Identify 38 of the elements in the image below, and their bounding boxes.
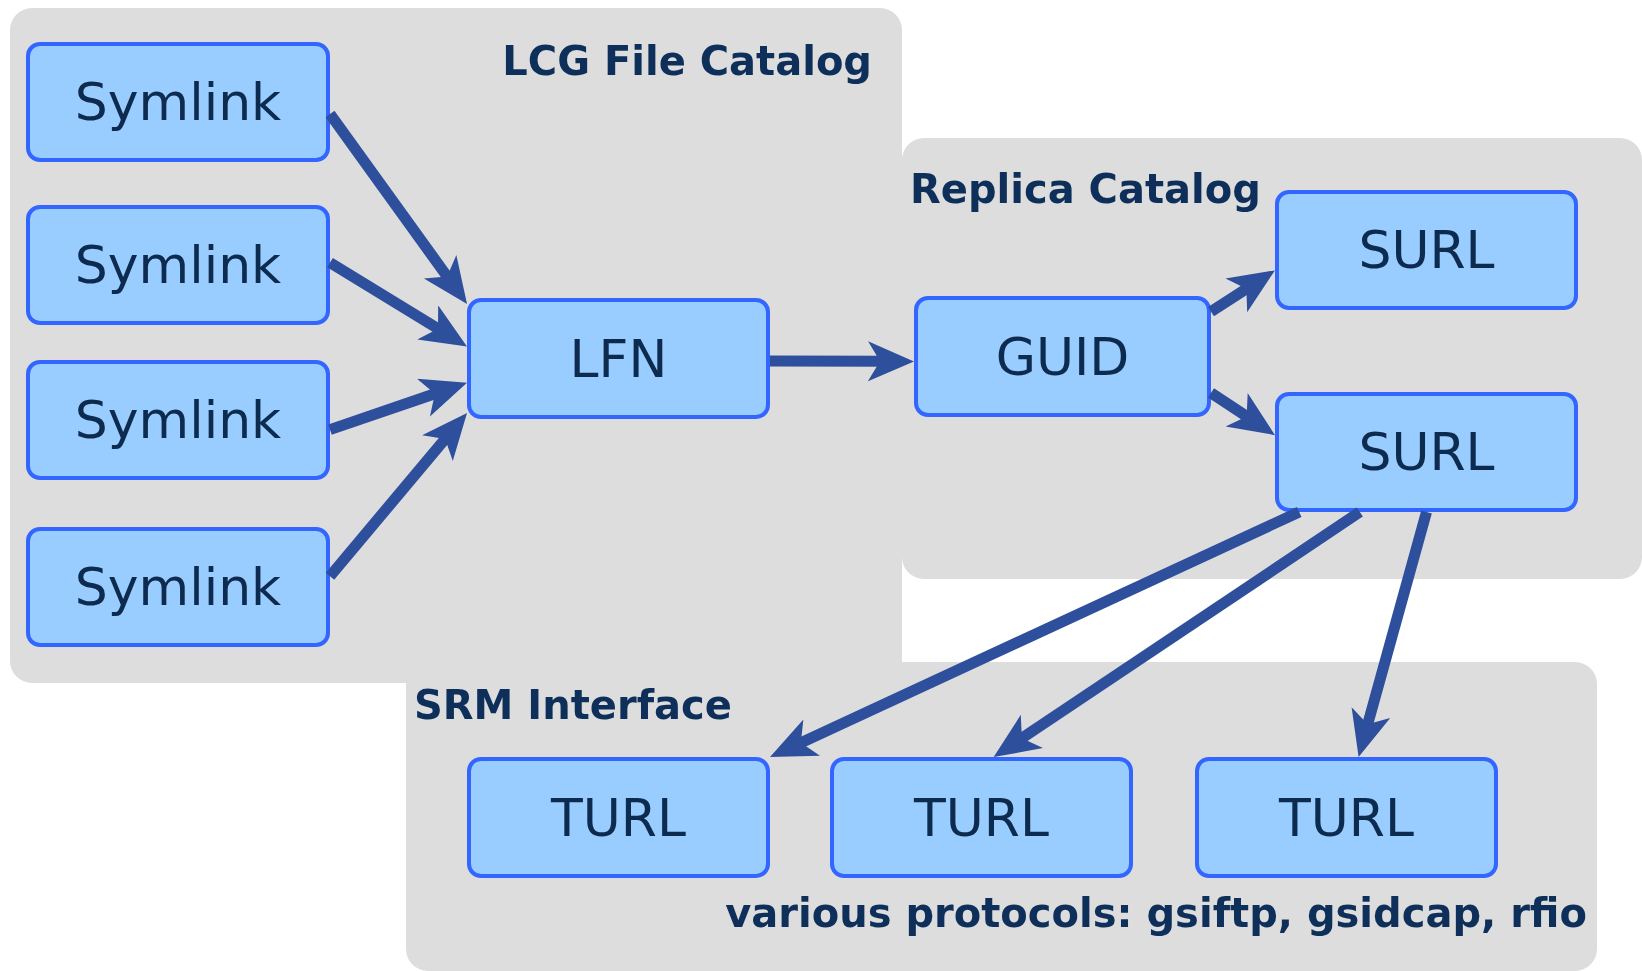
process-box <box>26 360 330 480</box>
arrow <box>328 378 467 435</box>
panel-heading: LCG File Catalog <box>502 38 872 84</box>
node-label: Symlink <box>74 557 282 617</box>
arrow <box>1208 270 1275 317</box>
process-box <box>26 527 330 647</box>
panel-note: various protocols: gsiftp, gsidcap, rfio <box>725 890 1587 936</box>
arrow <box>770 507 1302 757</box>
node-label: LFN <box>569 328 668 389</box>
arrow <box>993 507 1363 758</box>
arrow <box>770 341 914 382</box>
arrow <box>1351 510 1432 758</box>
panel-heading: Replica Catalog <box>910 166 1261 212</box>
process-box <box>1275 392 1578 512</box>
process-box <box>914 296 1211 417</box>
arrow <box>1207 388 1275 436</box>
process-box <box>467 757 770 878</box>
arrow <box>327 257 467 347</box>
process-box <box>1275 190 1578 310</box>
process-box <box>26 205 330 325</box>
panel-heading: SRM Interface <box>414 682 732 728</box>
node-label: GUID <box>995 326 1130 387</box>
node-label: TURL <box>551 787 686 848</box>
node-label: SURL <box>1358 220 1495 280</box>
group-panel <box>406 662 1597 971</box>
process-box <box>830 757 1133 878</box>
process-box <box>1195 757 1498 878</box>
process-box <box>467 298 770 419</box>
node-label: TURL <box>914 787 1049 848</box>
group-panel <box>902 138 1642 579</box>
process-box <box>26 42 330 162</box>
arrow <box>325 110 468 305</box>
node-label: SURL <box>1358 422 1495 482</box>
node-label: Symlink <box>74 235 282 295</box>
arrow <box>325 412 468 580</box>
node-label: Symlink <box>74 72 282 132</box>
node-label: Symlink <box>74 390 282 450</box>
node-label: TURL <box>1279 787 1414 848</box>
